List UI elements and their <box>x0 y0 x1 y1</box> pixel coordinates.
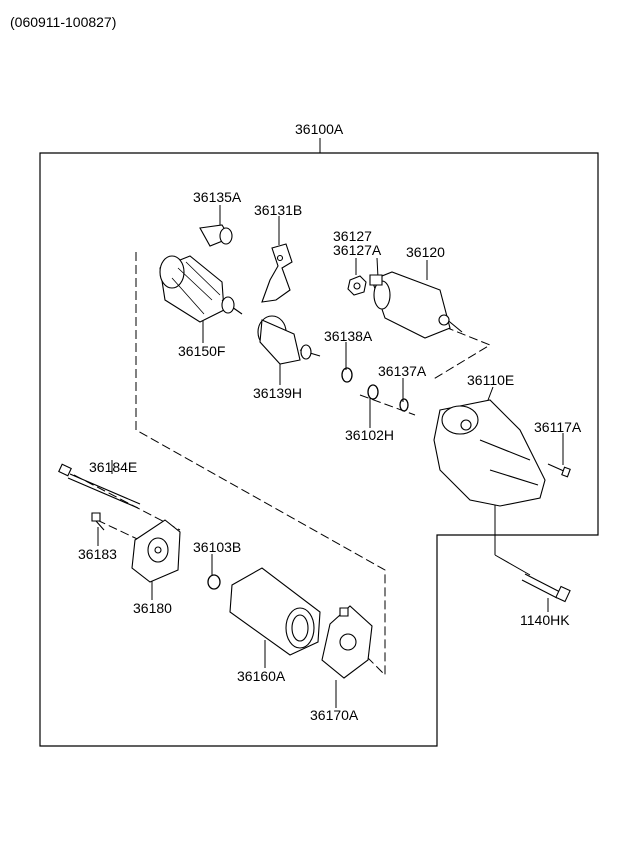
part-label-36103B: 36103B <box>193 539 242 555</box>
brush-part-icon <box>200 225 232 246</box>
screw-icon <box>548 464 570 477</box>
part-label-36180: 36180 <box>133 600 172 616</box>
date-range-label: (060911-100827) <box>10 14 117 30</box>
part-label-36139H: 36139H <box>253 385 303 401</box>
part-label-36120: 36120 <box>406 244 445 260</box>
assembly-frame <box>39 152 599 747</box>
hex-nut-icon <box>348 276 366 295</box>
part-label-36110E: 36110E <box>467 372 515 388</box>
part-label-36150F: 36150F <box>178 343 226 359</box>
part-label-36138A: 36138A <box>324 328 373 344</box>
brush-holder-icon <box>322 606 372 678</box>
part-label-36127A: 36127A <box>333 242 382 258</box>
yoke-icon <box>230 568 320 655</box>
part-label-36117A: 36117A <box>534 419 582 435</box>
part-label-36131B: 36131B <box>254 202 303 218</box>
part-label-36135A: 36135A <box>193 189 242 205</box>
screw-icon <box>92 513 104 530</box>
part-label-36160A: 36160A <box>237 668 286 684</box>
assembly-label: 36100A <box>295 121 344 137</box>
part-label-36137A: 36137A <box>378 363 427 379</box>
part-label-36183: 36183 <box>78 546 117 562</box>
front-housing-icon <box>434 400 545 506</box>
through-bolt-icon <box>59 464 140 508</box>
shift-lever-icon <box>262 244 292 302</box>
armature-icon <box>160 256 242 322</box>
solenoid-icon <box>370 272 462 338</box>
drive-gear-icon <box>258 316 320 364</box>
part-label-36102H: 36102H <box>345 427 395 443</box>
leader-lines <box>97 205 564 708</box>
rear-bracket-icon <box>132 520 180 582</box>
part-label-36127: 36127 <box>333 228 372 244</box>
snap-ring-icon <box>208 368 408 589</box>
part-label-36170A: 36170A <box>310 707 359 723</box>
part-label-36184E: 36184E <box>89 459 138 475</box>
part-label-1140HK: 1140HK <box>520 612 570 628</box>
alignment-dashes <box>73 252 492 677</box>
bolt-icon <box>522 574 570 602</box>
